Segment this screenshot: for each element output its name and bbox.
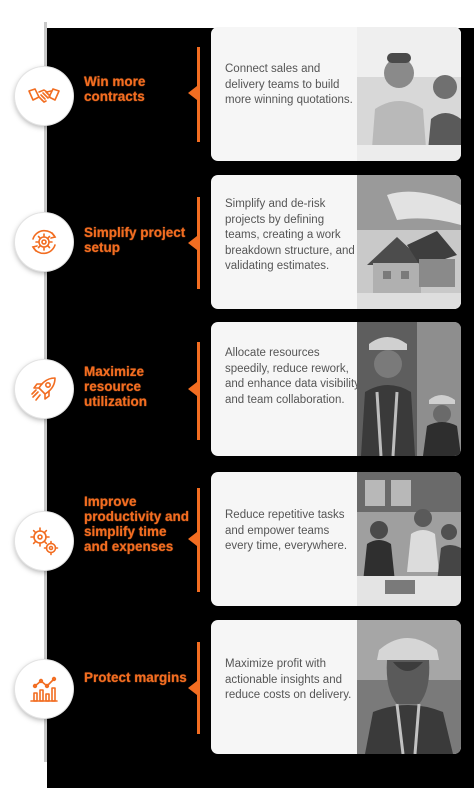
step-card: Maximize profit with actionable insights… bbox=[211, 620, 461, 754]
step-description: Maximize profit with actionable insights… bbox=[225, 658, 352, 701]
step-description: Allocate resources speedily, reduce rewo… bbox=[225, 347, 360, 406]
step-title: Protect margins bbox=[84, 670, 187, 685]
timeline-step: Improve productivity and simplify time a… bbox=[0, 470, 474, 610]
timeline-step: Protect margins Maximize profit with act… bbox=[0, 620, 474, 760]
step-card: Simplify and de-risk projects by definin… bbox=[211, 175, 461, 309]
worker-in-hardhat-photo bbox=[357, 620, 461, 754]
rocket-icon bbox=[15, 360, 73, 418]
step-title: Win more contracts bbox=[84, 74, 146, 104]
bracket-connector bbox=[188, 488, 202, 592]
handshake-icon bbox=[15, 67, 73, 125]
house-model-photo bbox=[357, 175, 461, 309]
bracket-connector bbox=[188, 642, 202, 734]
bracket-connector bbox=[188, 342, 202, 440]
bracket-connector bbox=[188, 47, 202, 142]
step-card: Connect sales and delivery teams to buil… bbox=[211, 27, 461, 161]
step-description: Simplify and de-risk projects by definin… bbox=[225, 198, 355, 272]
step-card: Reduce repetitive tasks and empower team… bbox=[211, 472, 461, 606]
timeline-step: Maximize resource utilization Allocate r… bbox=[0, 322, 474, 462]
step-title: Maximize resource utilization bbox=[84, 364, 147, 409]
business-people-smiling-photo bbox=[357, 27, 461, 161]
timeline-step: Win more contracts Connect sales and del… bbox=[0, 27, 474, 167]
gear-cycle-icon bbox=[15, 213, 73, 271]
step-title: Simplify project setup bbox=[84, 225, 186, 255]
gears-icon bbox=[15, 512, 73, 570]
office-team-meeting-photo bbox=[357, 472, 461, 606]
step-description: Connect sales and delivery teams to buil… bbox=[225, 63, 353, 106]
step-card: Allocate resources speedily, reduce rewo… bbox=[211, 322, 461, 456]
construction-workers-photo bbox=[357, 322, 461, 456]
step-title: Improve productivity and simplify time a… bbox=[84, 494, 190, 554]
timeline-step: Simplify project setup Simplify and de-r… bbox=[0, 175, 474, 315]
line-chart-icon bbox=[15, 660, 73, 718]
step-description: Reduce repetitive tasks and empower team… bbox=[225, 509, 348, 552]
bracket-connector bbox=[188, 197, 202, 289]
